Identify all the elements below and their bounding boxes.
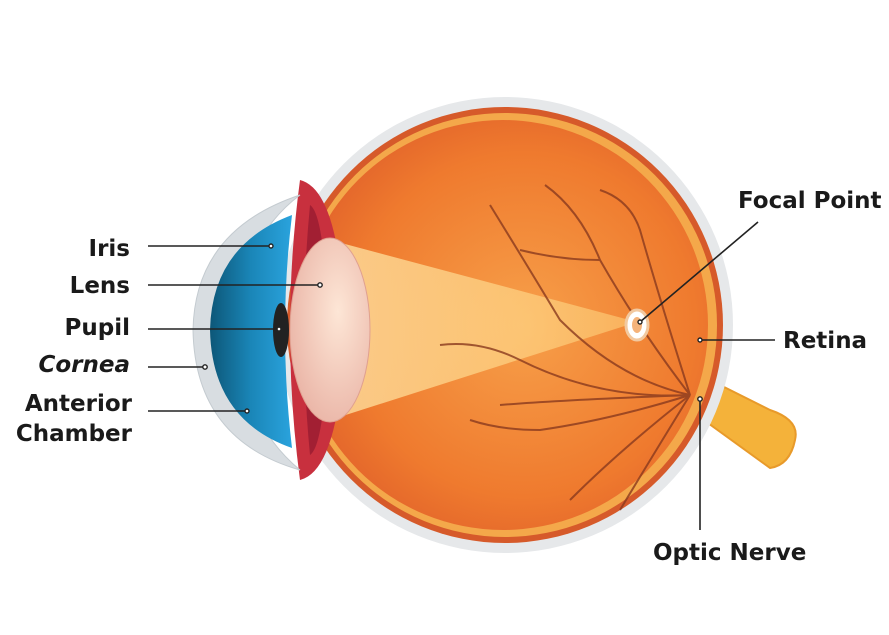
- label-lens: Lens: [70, 273, 130, 299]
- label-retina: Retina: [783, 328, 867, 354]
- light-beam: [330, 240, 637, 420]
- label-iris: Iris: [89, 236, 130, 262]
- label-focal-point: Focal Point: [738, 188, 882, 214]
- label-anterior: Anterior: [25, 391, 133, 417]
- label-pupil: Pupil: [65, 315, 130, 341]
- label-cornea: Cornea: [38, 352, 130, 378]
- blood-vessels: [439, 184, 691, 511]
- label-chamber: Chamber: [16, 421, 133, 447]
- label-optic-nerve: Optic Nerve: [653, 540, 806, 566]
- iris-shape: [210, 215, 292, 448]
- lens-shape: [289, 237, 371, 423]
